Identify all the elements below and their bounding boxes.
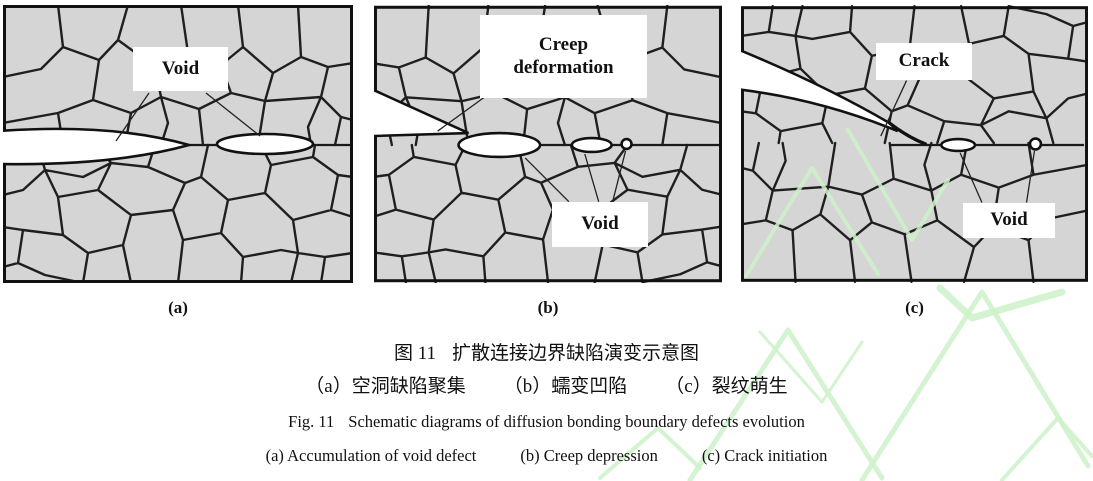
creep-deformation-text: Creep deformation bbox=[513, 33, 614, 78]
caption-zh-title: 图 11 扩散连接边界缺陷演变示意图 bbox=[0, 338, 1093, 365]
panel-letter-a: (a) bbox=[168, 298, 188, 317]
en-title-text: Schematic diagrams of diffusion bonding … bbox=[348, 412, 805, 431]
crack-label: Crack bbox=[876, 43, 972, 80]
zh-sub-a: （a）空洞缺陷聚集 bbox=[305, 376, 466, 397]
zh-title-text: 扩散连接边界缺陷演变示意图 bbox=[452, 343, 700, 364]
caption-en-title: Fig. 11 Schematic diagrams of diffusion … bbox=[0, 412, 1093, 432]
creep-notch bbox=[374, 88, 469, 138]
edge-lens-void bbox=[3, 127, 194, 166]
en-sub-b: (b) Creep depression bbox=[520, 446, 658, 465]
leader-line bbox=[880, 80, 908, 137]
void-label-c: Void bbox=[963, 203, 1055, 238]
panel-border bbox=[374, 5, 722, 283]
en-sub-c: (c) Crack initiation bbox=[701, 446, 828, 465]
panel-c-crack-initiation: Crack Void bbox=[741, 5, 1088, 283]
panel-a-void-accumulation: Void bbox=[3, 5, 353, 283]
void-circle bbox=[620, 137, 633, 151]
leader-line bbox=[524, 157, 570, 203]
panel-letter-c: (c) bbox=[905, 298, 924, 317]
void-ellipse bbox=[215, 132, 315, 156]
zh-sub-c: （c）裂纹萌生 bbox=[665, 376, 788, 397]
leader-line bbox=[1025, 150, 1036, 203]
panel-border bbox=[741, 6, 1088, 282]
void-circle bbox=[1028, 137, 1043, 151]
leader-line bbox=[115, 92, 150, 142]
void-ellipse-large bbox=[457, 131, 542, 159]
leader-line bbox=[437, 96, 485, 132]
panel-b-diagram bbox=[374, 5, 722, 283]
en-sub-a: (a) Accumulation of void defect bbox=[265, 446, 477, 465]
void-label-a: Void bbox=[133, 47, 228, 91]
leader-line bbox=[205, 92, 261, 137]
grain-boundaries bbox=[3, 5, 353, 283]
panel-b-creep-depression: Creep deformation Void bbox=[374, 5, 722, 283]
caption-zh-sub: （a）空洞缺陷聚集 （b）蠕变凹陷 （c）裂纹萌生 bbox=[0, 371, 1093, 398]
zh-fig-label: 图 11 bbox=[393, 343, 437, 364]
zh-sub-b: （b）蠕变凹陷 bbox=[503, 376, 628, 397]
leader-line bbox=[612, 150, 627, 202]
en-fig-label: Fig. 11 bbox=[288, 412, 335, 431]
creep-deformation-label: Creep deformation bbox=[480, 15, 647, 98]
caption-en-sub: (a) Accumulation of void defect (b) Cree… bbox=[0, 446, 1093, 466]
void-ellipse-small bbox=[570, 136, 613, 154]
leader-line bbox=[959, 152, 983, 203]
leader-line bbox=[584, 153, 600, 202]
panel-letter-b: (b) bbox=[537, 298, 559, 317]
void-label-b: Void bbox=[552, 202, 648, 247]
void-ellipse-small bbox=[939, 137, 977, 153]
